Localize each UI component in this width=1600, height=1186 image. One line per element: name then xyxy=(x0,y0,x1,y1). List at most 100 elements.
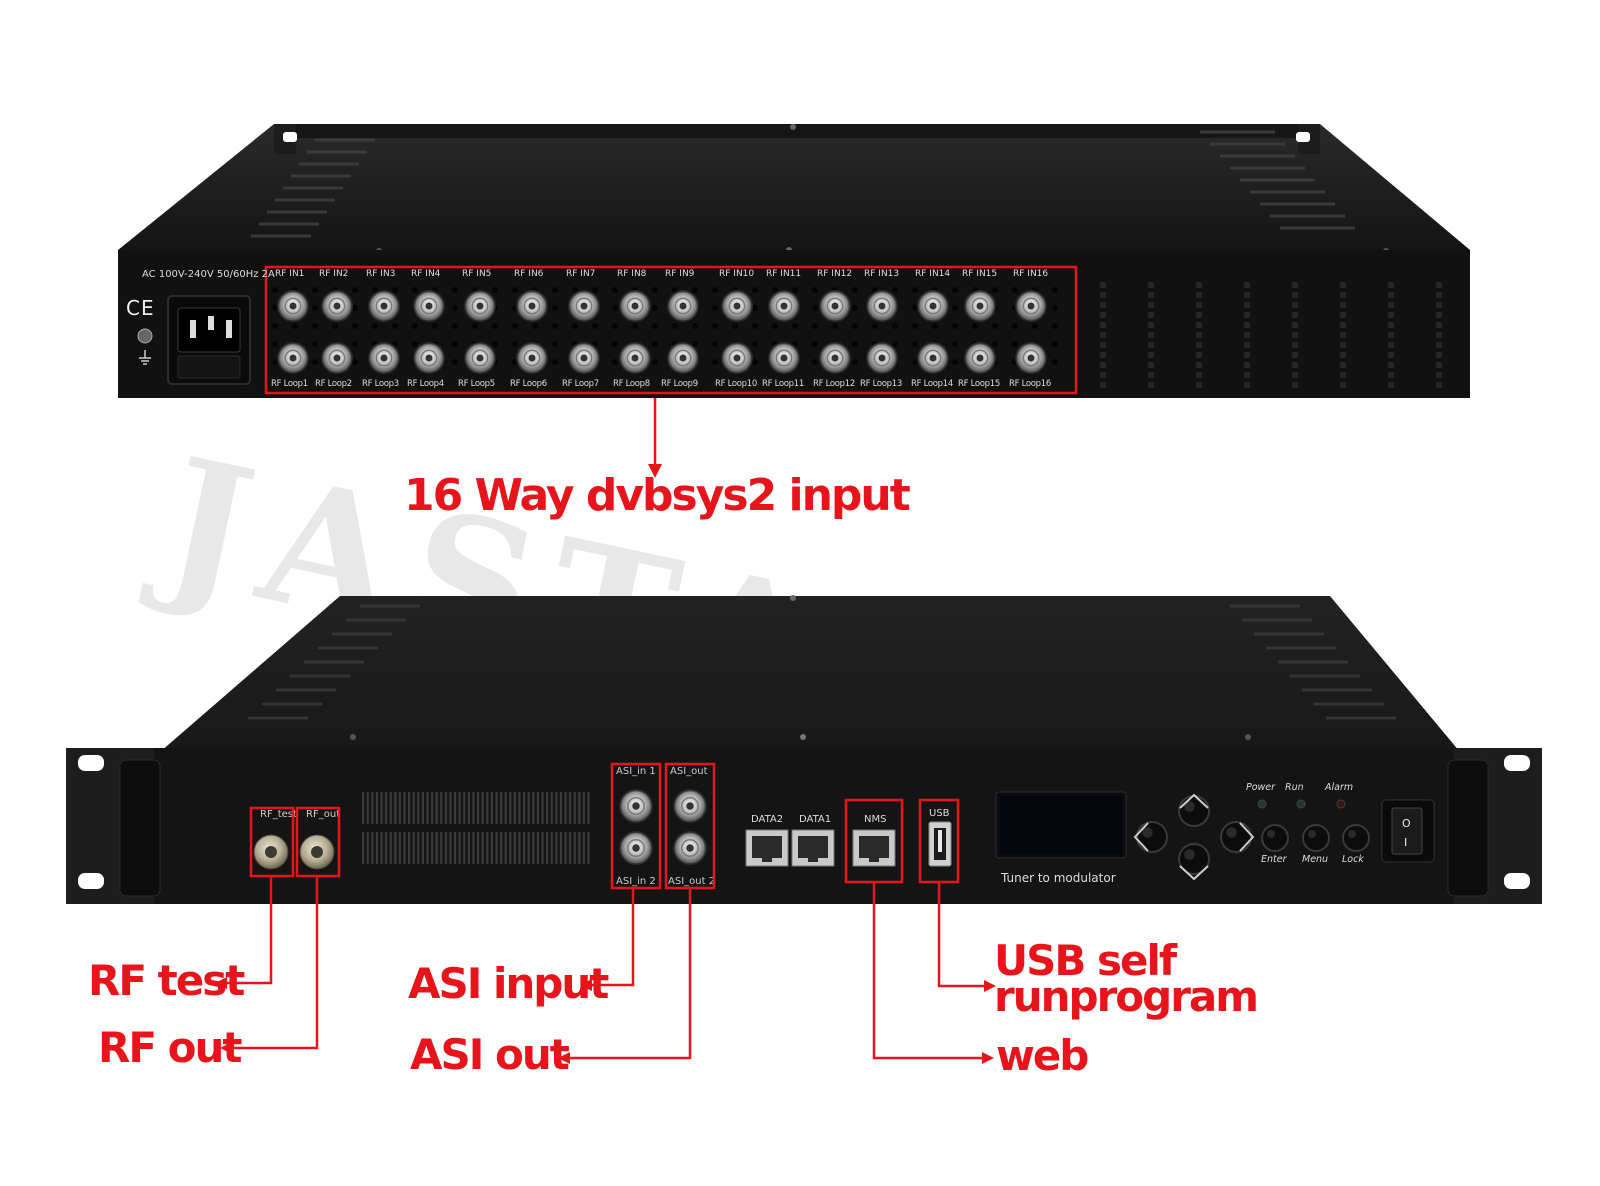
rf-loop-3-connector xyxy=(368,342,400,374)
rf-loop-5-label: RF Loop5 xyxy=(458,379,495,389)
web-arrow-line xyxy=(872,883,984,1060)
usb-annotation-line2: runprogram xyxy=(994,972,1259,1021)
rf-loop-9-connector xyxy=(667,342,699,374)
usb-arrow-line xyxy=(937,883,986,988)
rf-loop-11-label: RF Loop11 xyxy=(762,379,804,389)
rear-vent-right xyxy=(1200,130,1355,230)
rf-loop-5-connector xyxy=(464,342,496,374)
front-grille xyxy=(362,792,590,864)
rf-loop-15-label: RF Loop15 xyxy=(958,379,1000,389)
ethernet-port-nms xyxy=(852,829,896,867)
lcd-display xyxy=(995,791,1127,859)
rf-loop-10-connector xyxy=(721,342,753,374)
arrow-heads xyxy=(215,464,996,1064)
rf-in-9-label: RF IN9 xyxy=(665,269,695,279)
rf-in-12-label: RF IN12 xyxy=(817,269,853,279)
rf-in-12-connector xyxy=(819,290,851,322)
rf-in-14-connector xyxy=(917,290,949,322)
button-label-menu: Menu xyxy=(1302,854,1329,865)
rf-loop-14-label: RF Loop14 xyxy=(911,379,953,389)
rf-input-annotation: 16 Way dvbsys2 input xyxy=(404,470,911,521)
left-arrow-button xyxy=(1136,821,1168,853)
rf-out-highlight xyxy=(295,806,341,878)
power-rating-label: AC 100V-240V 50/60Hz 2A xyxy=(142,269,275,280)
rf-in-2-label: RF IN2 xyxy=(319,269,349,279)
rf-in-16-connector xyxy=(1015,290,1047,322)
rf-test-arrow-line xyxy=(225,877,273,985)
data2-label: DATA2 xyxy=(751,814,783,825)
rf-in-4-label: RF IN4 xyxy=(411,269,441,279)
rf-loop-16-connector xyxy=(1015,342,1047,374)
front-unit: RF_test RF_out ASI_in 1 ASI_in 2 ASI_out… xyxy=(66,595,1542,904)
rf-out-port-label: RF_out xyxy=(306,809,340,820)
usb-label: USB xyxy=(929,808,950,819)
rear-unit xyxy=(118,124,1470,398)
asi-out-annotation: ASI out xyxy=(410,1030,570,1079)
rf-test-annotation: RF test xyxy=(88,956,245,1005)
front-top-cover xyxy=(160,596,1460,752)
led-label-alarm: Alarm xyxy=(1325,782,1354,793)
led-1 xyxy=(1296,799,1306,809)
mount-hole xyxy=(283,132,297,142)
mount-hole xyxy=(1504,755,1530,771)
mount-hole xyxy=(78,873,104,889)
asi-input-arrow-line xyxy=(590,889,635,987)
rf-loop-2-connector xyxy=(321,342,353,374)
rf-test-port xyxy=(253,834,289,870)
usb-annotation-line1: USB self xyxy=(994,936,1177,985)
rf-loop-15-connector xyxy=(964,342,996,374)
right-arrow-button xyxy=(1220,821,1252,853)
lcd-caption: Tuner to modulator xyxy=(1000,871,1116,885)
rf-test-port-label: RF_test xyxy=(260,809,297,820)
usb-highlight xyxy=(918,798,960,884)
ethernet-port-data1 xyxy=(791,829,835,867)
rf-in-13-label: RF IN13 xyxy=(864,269,900,279)
rf-loop-12-label: RF Loop12 xyxy=(813,379,855,389)
rf-test-highlight xyxy=(249,806,295,878)
button-label-enter: Enter xyxy=(1261,854,1287,865)
rear-top-cover xyxy=(118,124,1470,250)
rf-in-1-connector xyxy=(277,290,309,322)
asi-out-1-connector xyxy=(673,789,707,823)
asi-in-2-connector xyxy=(619,831,653,865)
rf-connector-array xyxy=(272,287,1058,374)
rf-in-10-label: RF IN10 xyxy=(719,269,755,279)
rf-out-annotation: RF out xyxy=(98,1023,242,1072)
panel-button-0 xyxy=(1261,824,1289,852)
asi-out-2-label: ASI_out 2 xyxy=(668,876,715,887)
panel-button-2 xyxy=(1342,824,1370,852)
rf-loop-13-label: RF Loop13 xyxy=(860,379,902,389)
svg-text:O: O xyxy=(1402,817,1411,830)
rf-in-5-connector xyxy=(464,290,496,322)
led-label-run: Run xyxy=(1285,782,1304,793)
chevron-up-icon xyxy=(1179,793,1209,809)
rf-in-2-connector xyxy=(321,290,353,322)
rf-loop-1-connector xyxy=(277,342,309,374)
rf-out-arrow-line xyxy=(230,877,319,1050)
asi-in-1-label: ASI_in 1 xyxy=(616,766,656,777)
ethernet-port-data2 xyxy=(745,829,789,867)
rf-loop-4-connector xyxy=(413,342,445,374)
rf-in-11-connector xyxy=(768,290,800,322)
rf-in-5-label: RF IN5 xyxy=(462,269,492,279)
asi-out-1-label: ASI_out xyxy=(670,766,708,777)
chevron-right-icon xyxy=(1239,822,1255,852)
mount-hole xyxy=(1504,873,1530,889)
front-vent-left xyxy=(248,604,420,720)
led-0 xyxy=(1257,799,1267,809)
button-label-lock: Lock xyxy=(1342,854,1364,865)
rf-in-15-connector xyxy=(964,290,996,322)
rf-loop-6-label: RF Loop6 xyxy=(510,379,547,389)
front-panel-face xyxy=(66,748,1542,904)
rf-in-7-label: RF IN7 xyxy=(566,269,596,279)
power-switch-icon: O I xyxy=(1381,799,1435,863)
rf-loop-2-label: RF Loop2 xyxy=(315,379,352,389)
rf-loop-11-connector xyxy=(768,342,800,374)
rf-loop-8-label: RF Loop8 xyxy=(613,379,650,389)
chevron-left-icon xyxy=(1133,822,1149,852)
asi-in-1-connector xyxy=(619,789,653,823)
rf-loop-14-connector xyxy=(917,342,949,374)
rf-loop-3-label: RF Loop3 xyxy=(362,379,399,389)
